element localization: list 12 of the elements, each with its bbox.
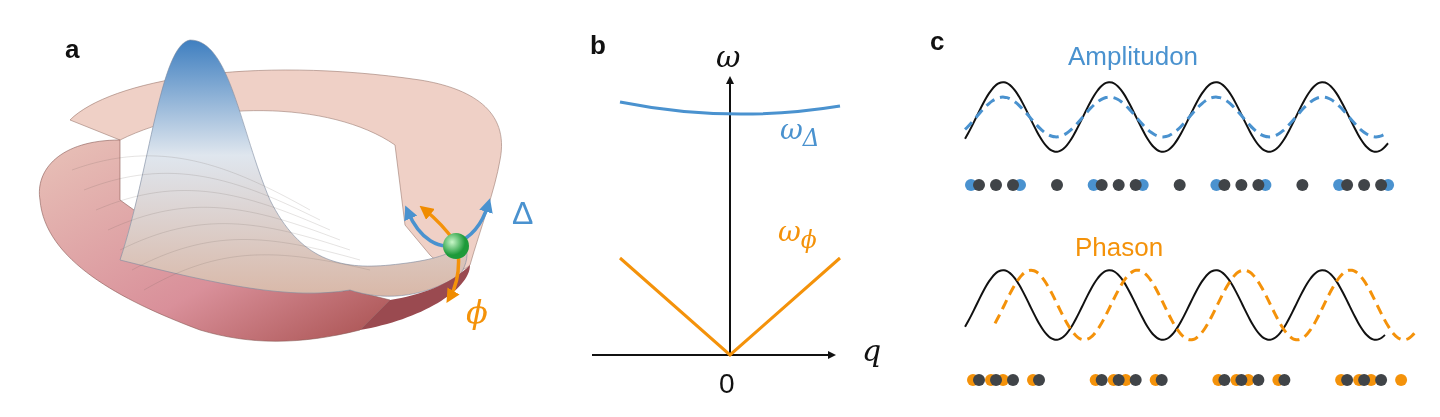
greek-symbol: Δ <box>512 197 534 229</box>
axis-label: q <box>862 336 882 366</box>
greek-symbol: ϕ <box>466 296 488 328</box>
wave-title: Amplitudon <box>1068 43 1199 69</box>
panel-label: b <box>590 32 606 58</box>
curve-label: ω$_{ϕ}$ <box>778 218 817 252</box>
tick-label: 0 <box>719 370 735 398</box>
panel-label: c <box>930 28 945 54</box>
axis-label: ω <box>716 42 741 72</box>
wave-title: Phason <box>1075 234 1164 260</box>
curve-label: ω$_{Δ}$ <box>780 116 820 150</box>
panel-label: a <box>65 36 80 62</box>
